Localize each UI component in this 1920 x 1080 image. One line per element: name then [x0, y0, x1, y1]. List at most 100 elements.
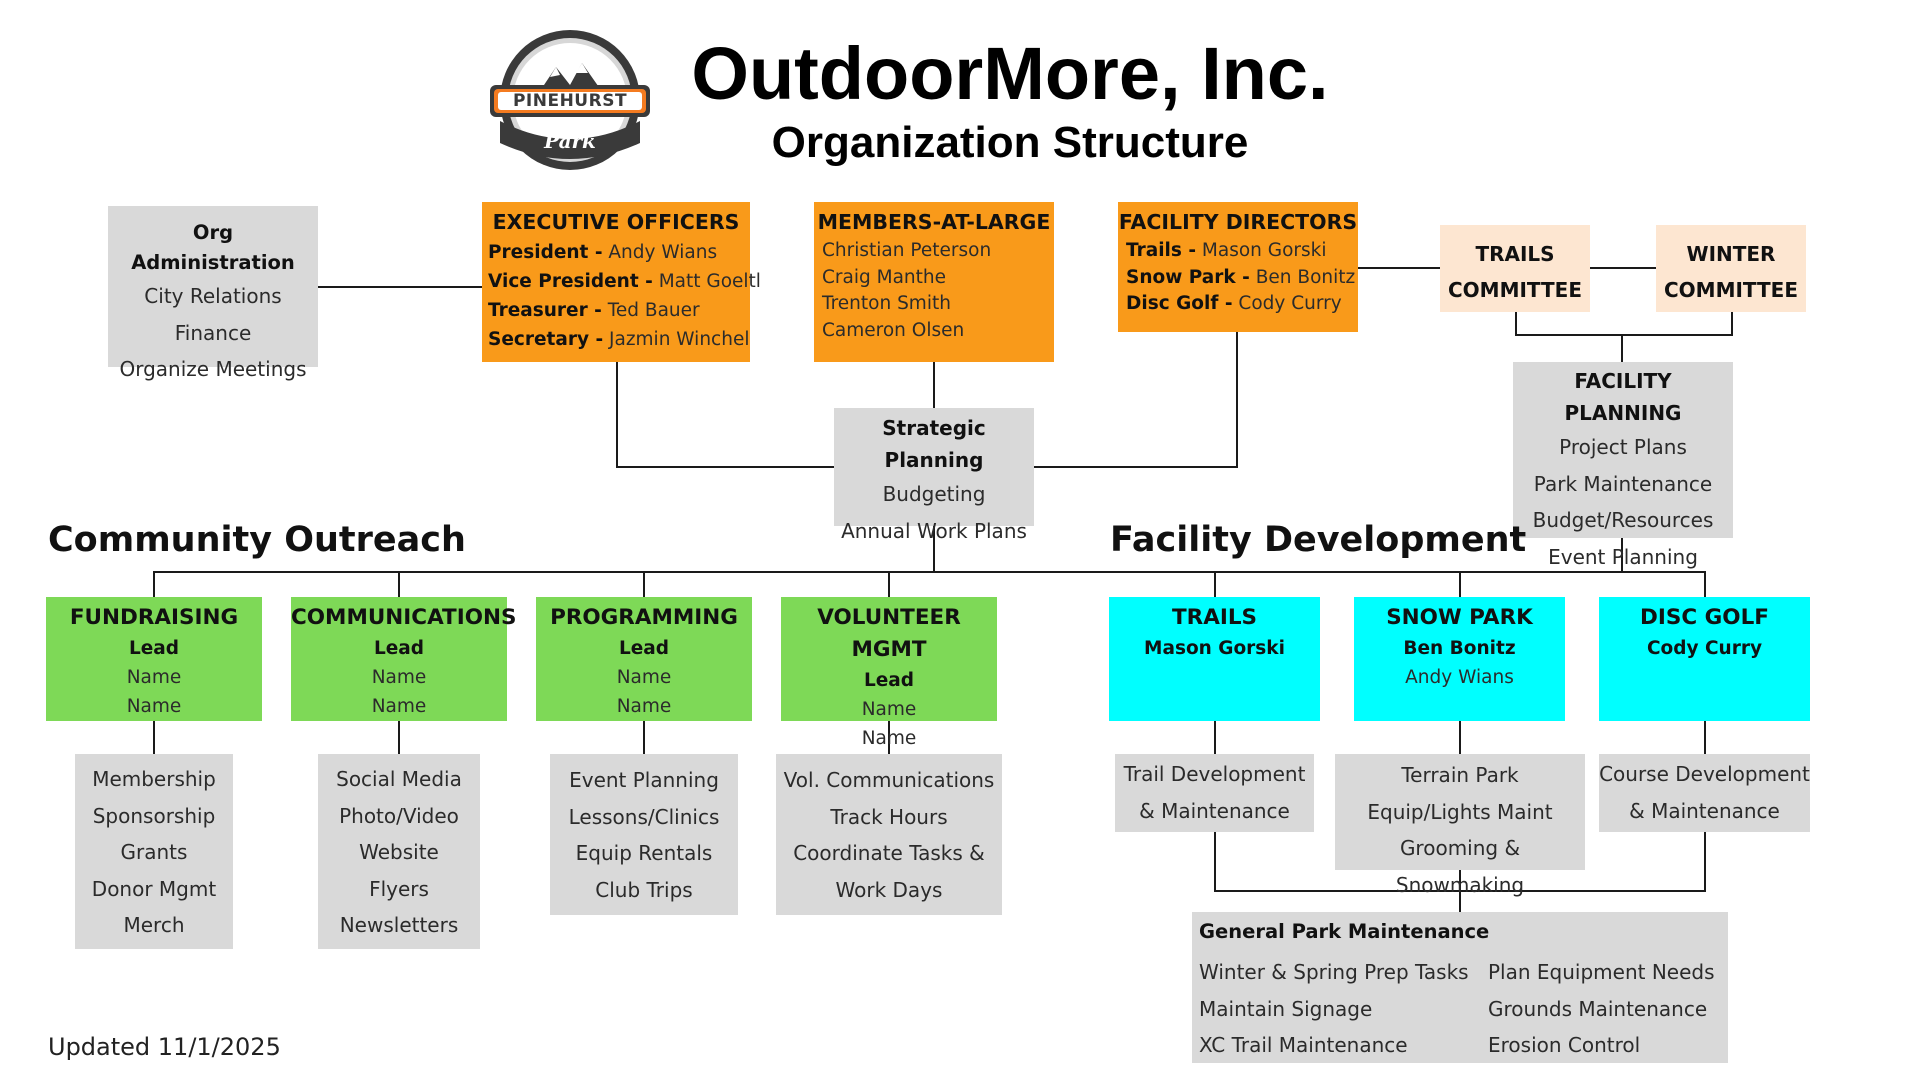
org-administration-title: Org Administration [131, 221, 295, 274]
strategic-planning-item: Annual Work Plans [841, 518, 1027, 543]
task-item: Vol. Communications [783, 768, 995, 792]
facility-directors-box: FACILITY DIRECTORS Trails - Mason Gorski… [1118, 202, 1358, 332]
programming-box: PROGRAMMING Lead Name Name [536, 597, 752, 721]
community-outreach-heading: Community Outreach [48, 520, 466, 560]
members-at-large-box: MEMBERS-AT-LARGE Christian Peterson Crai… [814, 202, 1054, 362]
officer-name: Matt Goeltl [658, 271, 761, 292]
member-name: Trenton Smith [822, 293, 951, 314]
logo-banner-text: PINEHURST [512, 91, 628, 111]
executive-officers-box: EXECUTIVE OFFICERS President - Andy Wian… [482, 202, 761, 362]
director-row: Trails - Mason Gorski [1126, 238, 1358, 265]
connector-bus-programming [643, 571, 645, 597]
officer-role: Secretary - [488, 329, 604, 350]
member-name: Craig Manthe [822, 266, 947, 288]
officer-name: Andy Wians [608, 242, 718, 263]
connector-planning-bus [1621, 538, 1623, 572]
communications-tasks-box: Social Media Photo/Video Website Flyers … [318, 754, 480, 949]
org-admin-item: City Relations [144, 284, 282, 308]
connector-trails-maint [1214, 832, 1216, 892]
maintenance-item: Plan Equipment Needs [1488, 960, 1715, 984]
logo-tagline: BIKE & SNOW [546, 120, 594, 127]
officer-role: President - [488, 242, 603, 263]
maintenance-item: XC Trail Maintenance [1199, 1033, 1408, 1057]
task-item: Lessons/Clinics [568, 804, 720, 829]
connector-bus-volunteer [888, 571, 890, 597]
maintenance-item: Maintain Signage [1199, 996, 1373, 1021]
officer-name: Jazmin Winchel [609, 329, 750, 350]
officer-name: Ted Bauer [607, 300, 700, 321]
director-row: Snow Park - Ben Bonitz [1126, 265, 1358, 292]
connector-strategic-directors [1034, 466, 1238, 468]
strategic-planning-title: Strategic Planning [882, 416, 986, 472]
facility-directors-title: FACILITY DIRECTORS [1118, 210, 1358, 234]
trails-committee-line: TRAILS [1475, 242, 1555, 266]
team-title: PROGRAMMING [550, 605, 738, 630]
director-name: Cody Curry [1238, 293, 1342, 314]
task-item: Event Planning [569, 768, 719, 792]
task-item: Equip Rentals [575, 841, 713, 865]
team-lead-label: Lead [373, 638, 425, 659]
maintenance-item: Erosion Control [1488, 1033, 1641, 1057]
team-member-name: Name [126, 696, 182, 717]
page-title: OutdoorMore, Inc. [691, 32, 1329, 115]
connector-fundraising-tasks [153, 721, 155, 754]
general-maintenance-right-column: Plan Equipment Needs Grounds Maintenance… [1488, 954, 1715, 1064]
team-lead-label: Lead [618, 638, 670, 659]
connector-programming-tasks [643, 721, 645, 754]
task-item: Grooming & Snowmaking [1395, 836, 1525, 897]
connector-trails-tasks [1214, 721, 1216, 754]
officer-role: Vice President - [488, 271, 653, 292]
facility-planning-item: Budget/Resources [1532, 508, 1714, 532]
connector-bus-fundraising [153, 571, 155, 597]
strategic-planning-item: Budgeting [882, 482, 986, 506]
director-name: Mason Gorski [1201, 240, 1327, 261]
connector-exec-down [616, 362, 618, 468]
general-maintenance-box: General Park Maintenance Winter & Spring… [1192, 912, 1728, 1063]
connector-members-strategic [933, 362, 935, 408]
member-name: Cameron Olsen [822, 319, 965, 341]
task-item: Equip/Lights Maint [1367, 799, 1553, 824]
general-maintenance-left-column: Winter & Spring Prep Tasks Maintain Sign… [1199, 954, 1469, 1064]
team-member-name: Name [861, 728, 917, 749]
connector-volunteer-tasks [888, 721, 890, 754]
team-member-name: Name [371, 696, 427, 717]
team-lead-name: Mason Gorski [1144, 638, 1285, 659]
task-item: Social Media [336, 767, 462, 791]
winter-committee-line: COMMITTEE [1664, 278, 1798, 302]
logo-mountain-icon [490, 30, 650, 170]
org-admin-item: Organize Meetings [119, 357, 307, 381]
trails-tasks-box: Trail Development & Maintenance [1115, 754, 1314, 832]
director-role: Trails - [1126, 240, 1197, 261]
connector-discgolf-tasks [1704, 721, 1706, 754]
task-item: Trail Development [1123, 762, 1306, 786]
task-item: Sponsorship [92, 803, 216, 828]
task-item: & Maintenance [1139, 798, 1290, 823]
trails-team-box: TRAILS Mason Gorski [1109, 597, 1320, 721]
task-item: Newsletters [339, 913, 459, 937]
disc-golf-tasks-box: Course Development & Maintenance [1599, 754, 1810, 832]
officer-row: Secretary - Jazmin Winchel [488, 325, 750, 354]
connector-bus-snowpark [1459, 571, 1461, 597]
director-name: Ben Bonitz [1255, 266, 1356, 288]
general-maintenance-title: General Park Maintenance [1199, 920, 1490, 943]
communications-box: COMMUNICATIONS Lead Name Name [291, 597, 516, 721]
team-member-name: Name [616, 667, 672, 688]
task-item: Membership [92, 767, 216, 791]
disc-golf-team-box: DISC GOLF Cody Curry [1599, 597, 1810, 721]
team-lead-label: Lead [128, 638, 180, 659]
team-member-name: Name [616, 696, 672, 717]
fundraising-box: FUNDRAISING Lead Name Name [46, 597, 262, 721]
task-item: Flyers [369, 876, 429, 901]
director-role: Snow Park - [1126, 266, 1250, 288]
team-lead-label: Lead [863, 670, 915, 691]
officer-row: Vice President - Matt Goeltl [488, 267, 761, 296]
connector-exec-strategic [616, 466, 834, 468]
connector-admin-exec [318, 286, 484, 288]
director-role: Disc Golf - [1126, 293, 1233, 314]
director-row: Disc Golf - Cody Curry [1126, 291, 1358, 318]
connector-directors-down [1236, 330, 1238, 468]
team-lead-name: Ben Bonitz [1403, 638, 1516, 659]
officer-role: Treasurer - [488, 300, 602, 321]
facility-planning-item: Park Maintenance [1533, 471, 1713, 496]
connector-snowpark-maint [1459, 870, 1461, 914]
